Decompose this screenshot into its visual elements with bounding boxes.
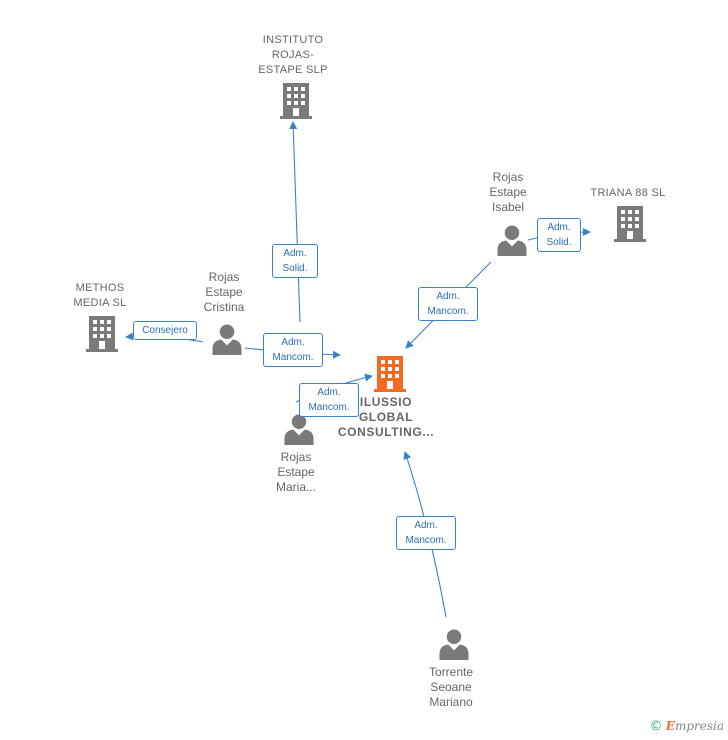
building-icon-methos[interactable] [86,316,118,352]
building-icon-triana[interactable] [614,206,646,242]
building-icon-ilussio[interactable] [374,356,406,392]
node-label-methos[interactable]: METHOS MEDIA SL [73,282,127,309]
node-label-maria[interactable]: Rojas Estape Maria... [275,450,316,494]
edge-label-isabel-ilussio: Adm. Mancom. [418,287,478,321]
brand-logo: Empresia [666,719,724,733]
node-label-instituto[interactable]: INSTITUTO ROJAS- ESTAPE SLP [258,34,328,76]
brand-initial: E [665,719,675,733]
building-icon-instituto[interactable] [280,83,312,119]
copyright-symbol: © [649,719,663,734]
node-label-mariano[interactable]: Torrente Seoane Mariano [428,665,474,709]
person-icon-mariano[interactable] [439,629,469,660]
edge-label-maria-ilussio: Adm. Mancom. [299,383,359,417]
brand-name: mpresia [674,719,724,733]
edge-label-mariano-ilussio: Adm. Mancom. [396,516,456,550]
node-label-ilussio[interactable]: ILUSSIO GLOBAL CONSULTING... [337,395,435,439]
person-icon-cristina[interactable] [212,324,242,355]
footer-brand[interactable]: © Empresia [649,719,724,734]
edge-label-cristina-instituto: Adm. Solid. [272,244,318,278]
node-label-cristina[interactable]: Rojas Estape Cristina [203,270,245,314]
edge-label-isabel-triana: Adm. Solid. [537,218,581,252]
edge-cristina-instituto [289,121,301,323]
person-icon-maria[interactable] [284,414,314,445]
node-label-isabel[interactable]: Rojas Estape Isabel [489,170,527,214]
person-icon-isabel[interactable] [497,225,527,256]
edge-label-cristina-ilussio: Adm. Mancom. [263,333,323,367]
edge-label-cristina-methos: Consejero [133,321,197,340]
node-label-triana[interactable]: TRIANA 88 SL [590,187,666,199]
